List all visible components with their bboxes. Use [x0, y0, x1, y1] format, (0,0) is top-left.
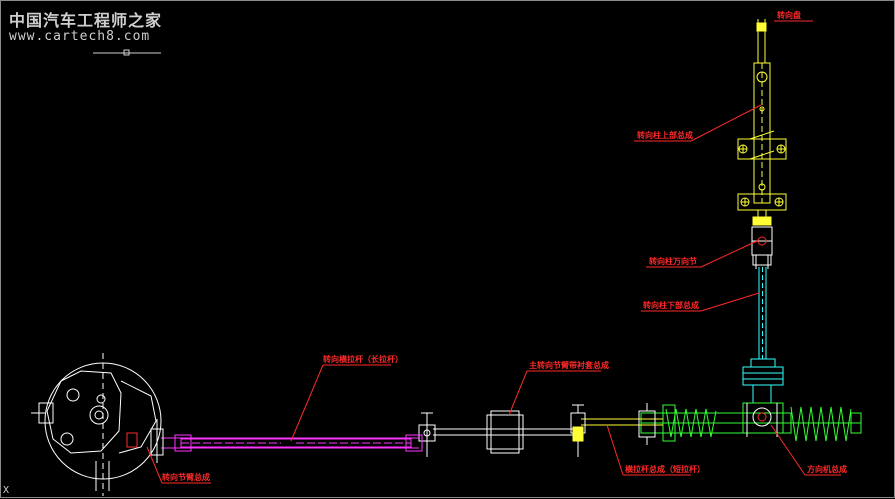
drag-link — [161, 434, 423, 452]
leader-lines — [146, 20, 841, 484]
label-steering-wheel: 转向盘 — [777, 11, 801, 20]
steering-gear-housing — [640, 402, 862, 442]
watermark-title: 中国汽车工程师之家 — [9, 11, 163, 30]
relay-rod — [418, 410, 573, 457]
universal-joint — [751, 226, 773, 269]
label-support-assembly: 主转向节臂带衬套总成 — [529, 361, 609, 370]
steering-column-upper — [737, 19, 787, 226]
label-tie-rod: 横拉杆总成（短拉杆） — [625, 465, 705, 474]
label-drag-link: 转向横拉杆（长拉杆） — [323, 355, 403, 364]
label-gear: 方向机总成 — [807, 465, 847, 474]
label-knuckle-arm: 转向节臂总成 — [162, 473, 210, 482]
steering-knuckle — [31, 353, 164, 496]
label-column-lower: 转向柱下部总成 — [643, 301, 699, 310]
watermark-url: www.cartech8.com — [9, 29, 151, 44]
knuckle-detail-red — [126, 432, 138, 448]
steering-column-lower — [742, 267, 784, 403]
label-universal-joint: 转向柱万向节 — [649, 257, 697, 266]
label-column-upper: 转向柱上部总成 — [637, 131, 693, 140]
ucs-icon: X — [3, 485, 10, 496]
watermark-underline — [93, 49, 161, 56]
tie-rod-short — [570, 403, 663, 457]
